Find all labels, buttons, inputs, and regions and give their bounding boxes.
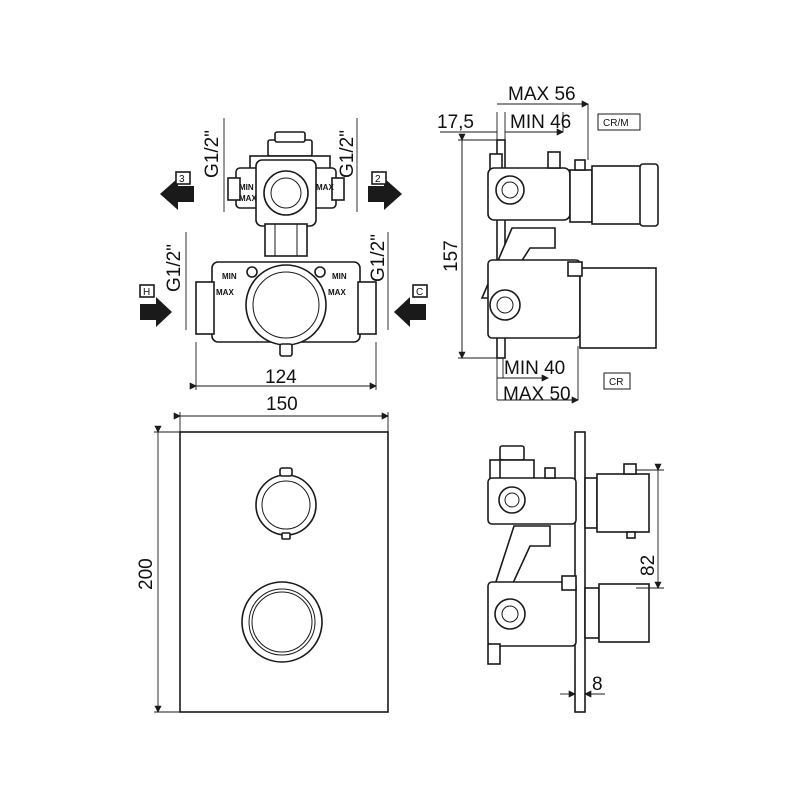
inlet-cold-label: C: [416, 287, 423, 298]
thermostat-body-front-view: MIN MAX MIN MAX: [185, 232, 389, 357]
dimension-200: 200: [136, 425, 180, 713]
dimension-124-label: 124: [265, 367, 297, 388]
dimension-82-label: 82: [638, 555, 659, 576]
label-min-body-left: MIN: [222, 272, 237, 281]
diverter-front-view: MIN MAX MAX: [223, 118, 358, 257]
tag-crm-label: CR/M: [603, 118, 629, 129]
outlet-2-label: 2: [375, 174, 381, 185]
label-max-body-right: MAX: [328, 288, 346, 297]
outlet-3-arrow: 3: [160, 171, 194, 210]
dimension-150: 150: [173, 394, 389, 432]
dimension-max50: MAX 50: [503, 384, 571, 405]
dimension-17-5: 17,5: [437, 112, 474, 133]
dimension-82: 82: [636, 463, 664, 589]
dimension-150-label: 150: [266, 394, 298, 415]
dimension-max56: MAX 56: [508, 84, 576, 105]
tag-cr-label: CR: [609, 377, 623, 388]
thread-top-left: G1/2": [202, 130, 223, 178]
side-view-top: [440, 100, 659, 404]
label-min-top-left: MIN: [239, 183, 254, 192]
label-min-body-right: MIN: [332, 272, 347, 281]
inlet-cold-arrow: C: [394, 284, 428, 327]
label-max-body-left: MAX: [216, 288, 234, 297]
tag-cr: CR: [603, 372, 631, 390]
dimension-8: 8: [560, 660, 605, 698]
outlet-3-label: 3: [179, 174, 185, 185]
side-view-bottom: [487, 431, 650, 713]
dimension-min46: MIN 46: [510, 112, 571, 133]
label-max-top-right: MAX: [316, 183, 334, 192]
thread-body-right: G1/2": [368, 234, 389, 282]
dimension-124: 124: [189, 342, 377, 390]
tag-crm: CR/M: [597, 113, 641, 131]
outlet-2-arrow: 2: [368, 171, 402, 210]
label-max-top-left: MAX: [239, 194, 257, 203]
inlet-hot-arrow: H: [139, 284, 172, 327]
thread-top-right: G1/2": [337, 130, 358, 178]
dimension-200-label: 200: [136, 558, 157, 590]
dimension-157: 157: [441, 240, 462, 272]
dimension-min40: MIN 40: [504, 358, 565, 379]
thread-body-left: G1/2": [164, 244, 185, 292]
dimension-8-label: 8: [592, 674, 603, 695]
inlet-hot-label: H: [143, 287, 150, 298]
cover-plate-front: [179, 431, 389, 713]
